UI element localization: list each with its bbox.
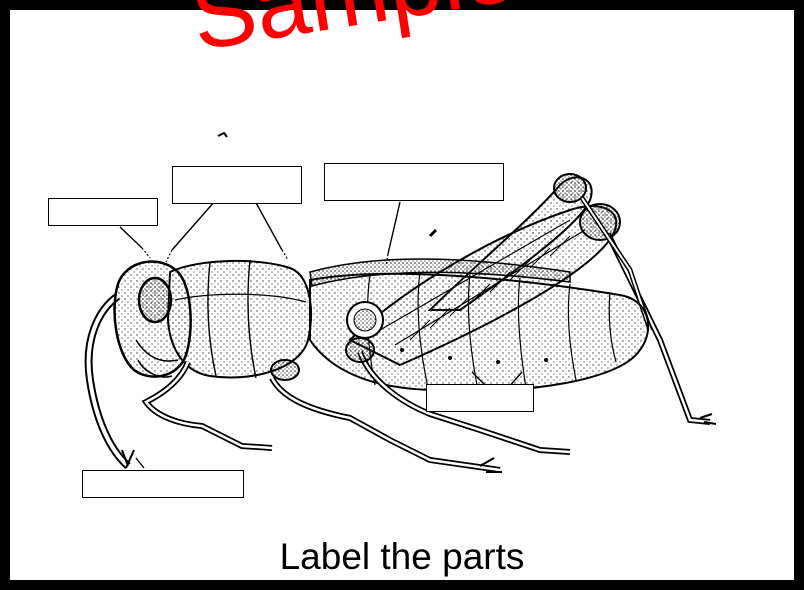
- head: [115, 262, 191, 378]
- label-box-head[interactable]: [48, 198, 158, 226]
- stray-mark: [218, 133, 227, 137]
- label-box-antenna[interactable]: [82, 470, 244, 498]
- label-box-spiracles[interactable]: [426, 384, 534, 412]
- label-box-abdomen[interactable]: [324, 163, 504, 201]
- label-box-thorax[interactable]: [172, 166, 302, 204]
- stray-mark: [430, 230, 436, 236]
- compound-eye: [139, 278, 171, 322]
- caption: Label the parts: [10, 538, 794, 575]
